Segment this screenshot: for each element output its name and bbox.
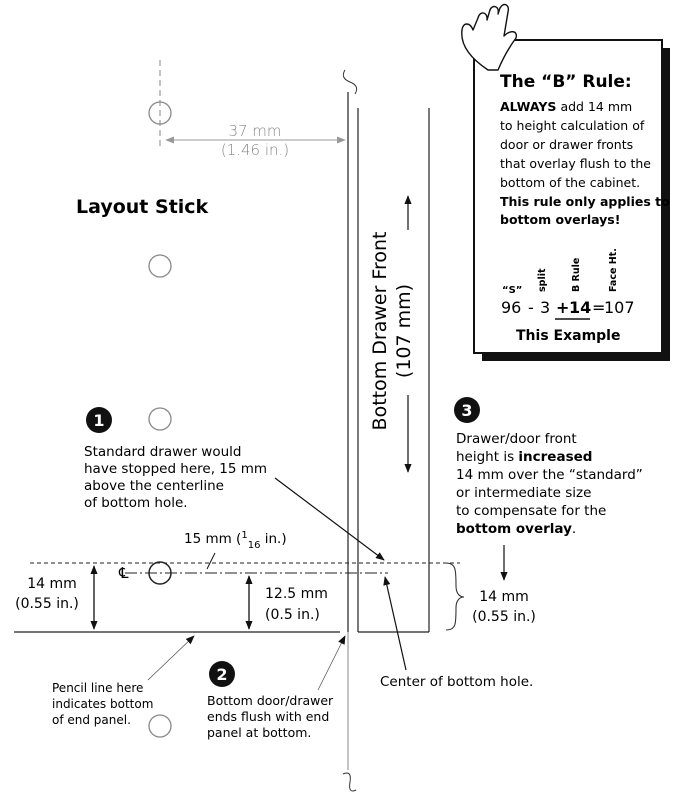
callout-1-leader [274, 477, 385, 561]
eq-face-ht: 107 [604, 298, 635, 317]
center-note-leader [383, 576, 407, 671]
dim-right-14-inches: (0.55 in.) [472, 609, 536, 625]
dim-15-text: 15 mm ( [184, 531, 241, 547]
eq-plus: + [556, 298, 569, 317]
drawer-front-label: Bottom Drawer Front [369, 232, 391, 431]
callout-2-badge [209, 661, 235, 687]
callout-3-line-3: 14 mm over the “standard” [456, 467, 643, 483]
dim-15-post: in.) [260, 531, 286, 547]
b-rule-line-2: to height calculation of [500, 118, 645, 133]
dim-12-5-mm: 12.5 mm [265, 586, 328, 602]
eq-minus: - [528, 298, 534, 317]
b-rule-line-5: bottom of the cabinet. [500, 175, 640, 190]
callout-3-line-2-pre: height is [456, 449, 518, 465]
callout-3-line-2: height is increased [456, 449, 592, 465]
b-rule-bold-1: This rule only applies to [500, 194, 670, 209]
callout-3-period: . [572, 521, 576, 537]
callout-2-line-1: Bottom door/drawer [207, 693, 334, 708]
eq-s: 96 [501, 298, 521, 317]
dim-left-14-inches: (0.55 in.) [15, 596, 79, 612]
callout-2-leader [317, 635, 346, 691]
this-example-label: This Example [516, 328, 620, 344]
callout-3-increased: increased [518, 449, 592, 465]
callout-2-number: 2 [216, 665, 227, 684]
callout-3-number: 3 [461, 401, 472, 420]
col-label-s: “S” [502, 285, 522, 296]
center-note: Center of bottom hole. [380, 674, 533, 690]
callout-1-line-1: Standard drawer would [84, 444, 241, 460]
dim-37-inches: (1.46 in.) [221, 141, 289, 159]
b-rule-line-4: that overlay flush to the [500, 156, 651, 171]
callout-3-line-4: or intermediate size [456, 485, 591, 501]
dim-right-14-brace [445, 562, 465, 631]
eq-split: 3 [540, 298, 550, 317]
hole-1 [148, 101, 172, 125]
callout-1-line-4: of bottom hole. [84, 495, 188, 511]
dim-right-14-mm: 14 mm [479, 589, 529, 605]
callout-1-badge [86, 407, 112, 433]
b-rule-always: ALWAYS [500, 99, 556, 114]
callout-1-line-2: have stopped here, 15 mm [84, 461, 267, 477]
hole-5 [148, 714, 172, 738]
drawer-front-size: (107 mm) [393, 284, 415, 378]
dim-15-label: 15 mm (116 in.) [184, 530, 287, 551]
callout-1-number: 1 [93, 411, 104, 430]
callout-2-line-2: ends flush with end [207, 709, 329, 724]
pencil-note-line-1: Pencil line here [52, 681, 143, 695]
hand-icon [461, 3, 518, 71]
break-mark-top [342, 69, 358, 95]
dim-15-leader [206, 552, 216, 570]
b-rule-bold-2: bottom overlays! [500, 212, 620, 227]
centerline-symbol: ℄ [118, 564, 129, 582]
hole-3 [148, 407, 172, 431]
b-rule-line-1-rest: add 14 mm [560, 99, 632, 114]
dim-12-5-inches: (0.5 in.) [265, 607, 320, 623]
page-title: Layout Stick [76, 196, 209, 218]
col-label-b-rule: B Rule [571, 258, 582, 292]
callout-1-line-3: above the centerline [84, 478, 224, 494]
dim-15-num: 1 [241, 530, 247, 541]
b-rule-heading: The “B” Rule: [500, 72, 632, 92]
pencil-note-line-3: of end panel. [52, 713, 131, 727]
hole-2 [148, 254, 172, 278]
col-label-split: split [537, 268, 548, 292]
pencil-note-leader [147, 635, 195, 681]
b-rule-box [473, 39, 663, 354]
dim-15-den: 16 [248, 540, 261, 551]
dim-37-mm: 37 mm [228, 122, 281, 140]
eq-equals: = [592, 298, 605, 317]
callout-3-badge [454, 397, 480, 423]
eq-b-rule: 14 [569, 298, 591, 317]
dim-left-14-mm: 14 mm [27, 576, 77, 592]
callout-3-line-5: to compensate for the [456, 503, 606, 519]
callout-2-line-3: panel at bottom. [207, 725, 311, 740]
callout-3-line-6: bottom overlay. [456, 521, 576, 537]
callout-3-line-1: Drawer/door front [456, 431, 577, 447]
pencil-note-line-2: indicates bottom [52, 697, 153, 711]
break-mark-bottom [342, 772, 357, 792]
callout-3-bottom-overlay: bottom overlay [456, 521, 572, 537]
b-rule-line-1: ALWAYS add 14 mm [500, 99, 632, 114]
b-rule-line-3: door or drawer fronts [500, 137, 633, 152]
col-label-face-ht: Face Ht. [608, 248, 619, 292]
